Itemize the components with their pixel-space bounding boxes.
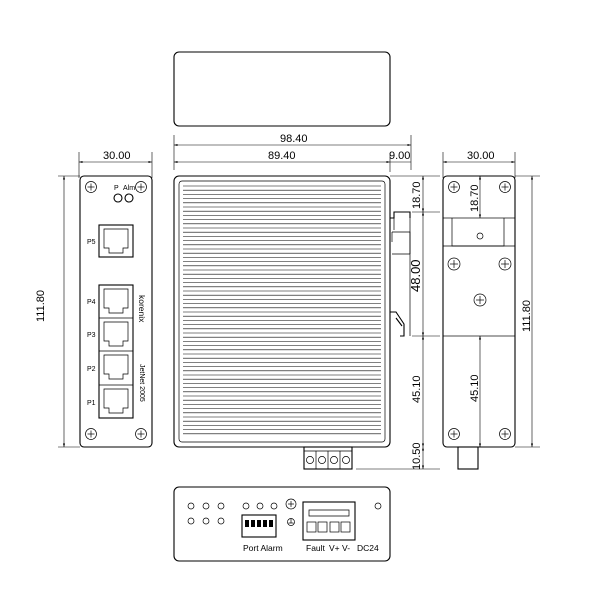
din-clip-top [390, 211, 411, 219]
fault-label: Fault [306, 543, 326, 553]
side-view: 18.70 48.00 45.10 10.50 [173, 175, 440, 470]
power-led-icon [113, 193, 123, 203]
ground-symbol-icon [287, 518, 295, 526]
screw-icon [499, 428, 511, 440]
screw-icon [473, 293, 487, 307]
rear-terminal-stub [457, 446, 479, 470]
bottom-view-body [173, 486, 391, 562]
top-view [173, 51, 391, 127]
screw-icon [448, 428, 460, 440]
screw-icon [447, 257, 461, 271]
dim-lower-offset-label: 45.10 [411, 375, 423, 403]
bottom-terminal-block [302, 501, 356, 541]
dim-body-width-label: 89.40 [268, 150, 296, 162]
terminal-block [303, 446, 353, 470]
power-terminal-label: V+ V- [329, 543, 350, 553]
heatsink-fins [183, 185, 381, 435]
screw-icon [499, 181, 511, 193]
side-view-body [173, 175, 391, 448]
screw-icon [135, 181, 147, 193]
bottom-view: Port Alarm Fault V+ V- DC24 [173, 486, 391, 562]
front-panel-body [79, 175, 153, 448]
port-p4-label: P4 [87, 299, 96, 306]
dim-rail-offset-label: 9.00 [389, 150, 410, 162]
dim-front-height-label: 111.80 [35, 290, 47, 322]
side-view-inner [178, 180, 386, 443]
rear-panel-body [442, 175, 516, 448]
rj45-port-icon [103, 354, 129, 380]
dim-side-height-label: 111.80 [521, 300, 533, 332]
screw-icon [448, 181, 460, 193]
rj45-port-icon [103, 321, 129, 347]
port-p5-label: P5 [87, 239, 96, 246]
led-alarm-label: Alm [123, 185, 135, 192]
dim-rail-height-label: 48.00 [408, 259, 423, 292]
screw-icon [498, 257, 512, 271]
port-p2-label: P2 [87, 366, 96, 373]
screw-icon [85, 428, 97, 440]
led-power-label: P [114, 185, 119, 192]
dim-rail-top-offset-label: 18.70 [411, 181, 423, 209]
model-label: JetNet 2005 [138, 364, 145, 402]
led-grid [187, 502, 382, 525]
dim-side-lower-offset-label: 45.10 [469, 374, 481, 402]
rj45-port-icon [103, 388, 129, 414]
front-panel-view: 30.00 111.80 P Alm P5 P4 P3 P2 P1 [35, 150, 153, 448]
dim-overall-width-label: 98.40 [280, 133, 308, 145]
dim-terminal-height-label: 10.50 [411, 442, 423, 470]
dim-side-width-label: 30.00 [467, 150, 495, 162]
dim-side-rail-top-offset-label: 18.70 [469, 184, 481, 212]
ground-screw-icon [285, 498, 297, 510]
rj45-port-icon [103, 288, 129, 314]
port-p1-label: P1 [87, 400, 96, 407]
alarm-led-icon [124, 193, 134, 203]
rj45-port-icon [98, 224, 134, 258]
brand-label: korenix [137, 295, 147, 323]
din-clip-bottom [390, 311, 405, 337]
dip-switch [241, 514, 277, 538]
port-alarm-label: Port Alarm [243, 543, 283, 553]
top-view-body [173, 51, 391, 127]
port-p3-label: P3 [87, 332, 96, 339]
screw-icon [85, 181, 97, 193]
port-block [98, 284, 134, 419]
rear-view: 30.00 18.70 45.10 111.80 [442, 150, 540, 470]
top-dimension-lines: 98.40 89.40 9.00 [173, 133, 412, 172]
dim-front-width-label: 30.00 [103, 150, 131, 162]
screw-icon [135, 428, 147, 440]
dc-voltage-label: DC24 [357, 543, 379, 553]
